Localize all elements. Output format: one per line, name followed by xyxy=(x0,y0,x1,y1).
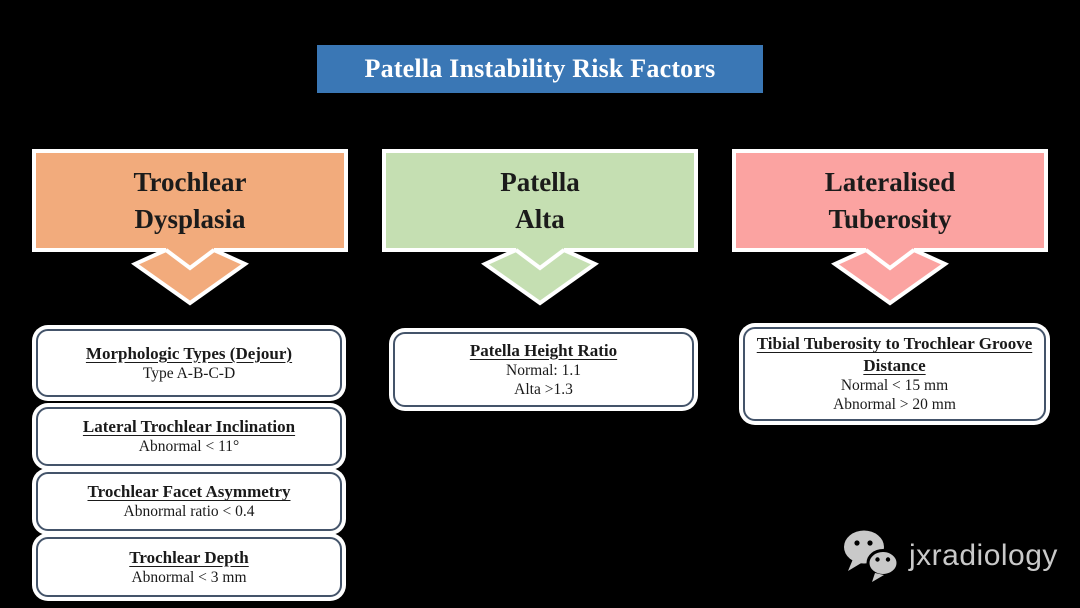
box-title: Morphologic Types (Dejour) xyxy=(85,343,293,363)
arrow-notch xyxy=(864,248,916,271)
box-value: Type A-B-C-D xyxy=(142,364,236,382)
arrow-notch xyxy=(514,248,566,271)
header-line: Patella xyxy=(500,167,580,198)
header-line: Tuberosity xyxy=(828,203,952,234)
header-patella-alta: Patella Alta xyxy=(382,149,698,308)
box-value: Abnormal ratio < 0.4 xyxy=(123,503,255,521)
box-trochlear-depth: Trochlear Depth Abnormal < 3 mm xyxy=(36,537,342,597)
header-lateralised-tuberosity: Lateralised Tuberosity xyxy=(732,149,1048,308)
box-title: Trochlear Depth xyxy=(129,547,249,567)
box-patella-height-ratio: Patella Height Ratio Normal: 1.1 Alta >1… xyxy=(393,332,694,407)
box-value: Abnormal < 11° xyxy=(138,438,240,456)
box-value: Abnormal < 3 mm xyxy=(131,568,247,586)
arrow-notch xyxy=(164,248,216,271)
box-title: Lateral Trochlear Inclination xyxy=(82,417,296,437)
box-title: Trochlear Facet Asymmetry xyxy=(87,482,291,502)
header-label: Patella Alta xyxy=(382,149,698,252)
box-title: Tibial Tuberosity to Trochlear Groove Di… xyxy=(756,334,1033,375)
header-line: Trochlear xyxy=(133,167,247,198)
box-morphologic-types: Morphologic Types (Dejour) Type A-B-C-D xyxy=(36,329,342,397)
page-title: Patella Instability Risk Factors xyxy=(317,45,763,93)
watermark: jxradiology xyxy=(842,528,1058,584)
box-value: Alta >1.3 xyxy=(514,381,573,399)
header-line: Dysplasia xyxy=(134,203,246,234)
box-trochlear-facet-asymmetry: Trochlear Facet Asymmetry Abnormal ratio… xyxy=(36,472,342,531)
box-value: Normal < 15 mm xyxy=(840,376,949,394)
header-label: Lateralised Tuberosity xyxy=(732,149,1048,252)
header-line: Alta xyxy=(515,203,565,234)
box-lateral-trochlear-inclination: Lateral Trochlear Inclination Abnormal <… xyxy=(36,407,342,466)
down-arrow-shape xyxy=(382,149,698,306)
header-label: Trochlear Dysplasia xyxy=(32,149,348,252)
down-arrow-shape xyxy=(732,149,1048,306)
box-tt-tg-distance: Tibial Tuberosity to Trochlear Groove Di… xyxy=(743,327,1046,421)
box-title: Patella Height Ratio xyxy=(469,340,618,360)
wechat-icon xyxy=(844,530,900,582)
watermark-label: jxradiology xyxy=(909,539,1058,572)
down-arrow-shape xyxy=(32,149,348,306)
header-trochlear-dysplasia: Trochlear Dysplasia xyxy=(32,149,348,308)
box-value: Abnormal > 20 mm xyxy=(833,396,956,414)
box-value: Normal: 1.1 xyxy=(506,361,581,379)
header-line: Lateralised xyxy=(824,167,956,198)
